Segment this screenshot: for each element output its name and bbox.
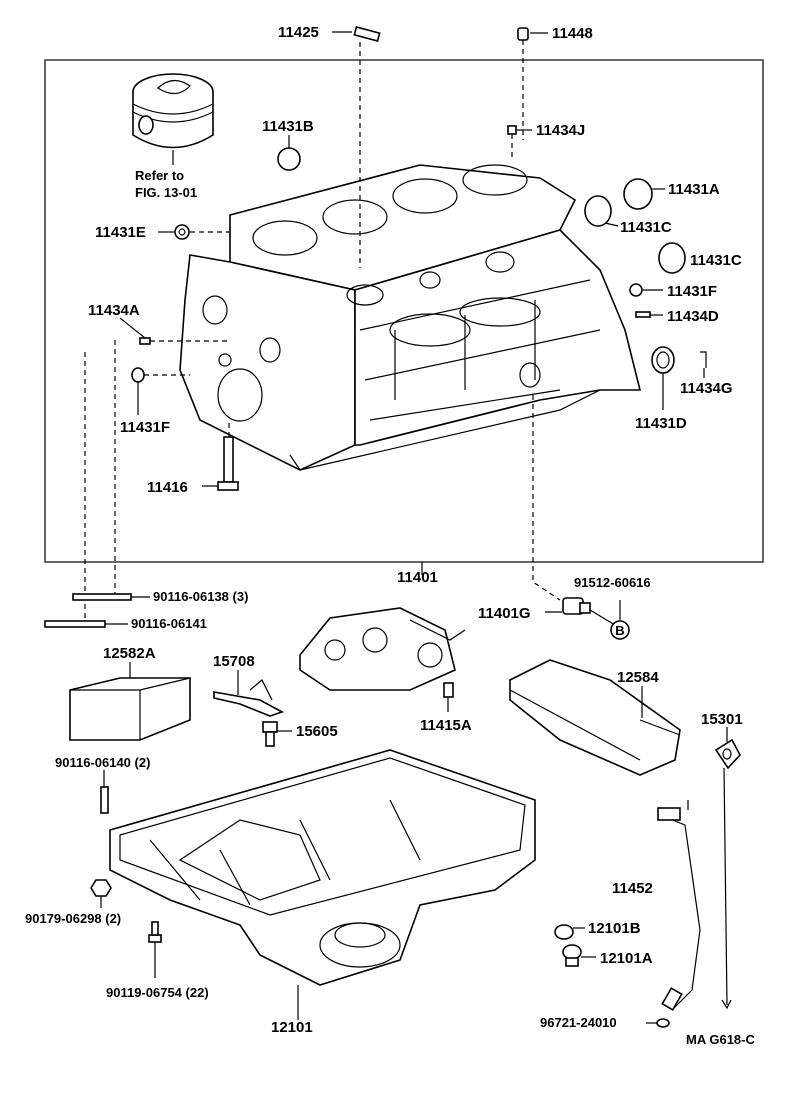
- part-11434G-pin: [700, 351, 707, 368]
- part-11431B-plug: [277, 147, 301, 171]
- part-15605-plug: [262, 721, 278, 747]
- part-12582A-baffle: [69, 677, 191, 741]
- part-12101B-gasket: [554, 924, 574, 940]
- label-11416: 11416: [147, 479, 188, 496]
- part-11448-plug: [517, 27, 548, 140]
- label-11434J: 11434J: [536, 122, 585, 139]
- label-11425: 11425: [278, 24, 319, 41]
- part-90116-06140-stud: [100, 786, 109, 814]
- label-90116-06141: 90116-06141: [131, 616, 207, 631]
- label-11431B: 11431B: [262, 118, 314, 135]
- label-11431F-left: 11431F: [120, 419, 170, 436]
- label-12582A: 12582A: [103, 645, 156, 662]
- part-11401G-drain-cock: [562, 597, 591, 615]
- part-96721-24010-o-ring: [656, 1018, 670, 1028]
- part-15708-bracket: [213, 679, 284, 717]
- label-11448: 11448: [552, 25, 593, 42]
- part-90116-06138-stud: [72, 593, 132, 601]
- part-11431E-plug: [174, 224, 190, 240]
- part-15301-dipstick: [714, 738, 741, 1010]
- label-11431A: 11431A: [668, 181, 720, 198]
- label-11401G: 11401G: [478, 605, 531, 622]
- label-refer-line2: FIG. 13-01: [135, 185, 197, 200]
- piston-illustration: [132, 73, 214, 165]
- label-91512-60616: 91512-60616: [574, 575, 651, 590]
- label-11431E: 11431E: [95, 224, 146, 241]
- label-15708: 15708: [213, 653, 255, 670]
- label-96721-24010: 96721-24010: [540, 1015, 617, 1030]
- label-refer-line1: Refer to: [135, 168, 184, 183]
- part-bracket-illustration: [299, 607, 466, 691]
- label-11452: 11452: [612, 880, 653, 897]
- label-90119-06754: 90119-06754 (22): [106, 985, 209, 1000]
- part-12101A-drain-plug: [562, 944, 582, 967]
- part-11434J-pin: [507, 125, 517, 135]
- label-90116-06138: 90116-06138 (3): [153, 589, 248, 604]
- part-11431F-plug-right: [629, 283, 643, 297]
- part-90116-06141-stud: [44, 620, 106, 628]
- label-12101: 12101: [271, 1019, 313, 1036]
- label-15605: 15605: [296, 723, 338, 740]
- label-90116-06140: 90116-06140 (2): [55, 755, 150, 770]
- part-90179-06298-nut: [90, 879, 112, 897]
- label-12101A: 12101A: [600, 950, 653, 967]
- label-12101B: 12101B: [588, 920, 641, 937]
- label-90179-06298: 90179-06298 (2): [25, 911, 121, 926]
- part-11431A-plug: [623, 178, 653, 210]
- label-11434D: 11434D: [667, 308, 719, 325]
- part-90119-06754-bolt: [148, 921, 162, 943]
- part-11452-dipstick-guide: [657, 807, 701, 1011]
- cylinder-block-illustration: [179, 164, 642, 471]
- part-11416-bolt: [217, 420, 239, 491]
- label-11431F-right: 11431F: [667, 283, 717, 300]
- part-11415A-bolt: [443, 682, 454, 698]
- label-11434A: 11434A: [88, 302, 140, 319]
- part-11431D-seal: [651, 346, 675, 374]
- part-11431C-plug-2: [658, 242, 686, 274]
- part-11434A-pin: [139, 337, 151, 345]
- label-11434G: 11434G: [680, 380, 733, 397]
- label-diagram-code: MA G618-C: [686, 1032, 755, 1047]
- label-11431C-2: 11431C: [690, 252, 742, 269]
- cylinder-block-frame: [44, 59, 764, 563]
- circle-b-label: B: [615, 623, 624, 638]
- part-11431C-plug-1: [584, 195, 612, 227]
- label-12584: 12584: [617, 669, 659, 686]
- label-11401: 11401: [397, 569, 438, 586]
- part-11431F-plug-left: [131, 367, 145, 383]
- label-11431D: 11431D: [635, 415, 687, 432]
- label-15301: 15301: [701, 711, 743, 728]
- part-11434D-pin: [635, 311, 651, 318]
- part-11425-stud: [353, 26, 381, 268]
- part-12101-oil-pan: [109, 749, 536, 986]
- label-11415A: 11415A: [420, 717, 472, 734]
- part-12584-baffle-plate: [509, 659, 681, 776]
- label-11431C-1: 11431C: [620, 219, 672, 236]
- circle-b-marker: [610, 620, 630, 640]
